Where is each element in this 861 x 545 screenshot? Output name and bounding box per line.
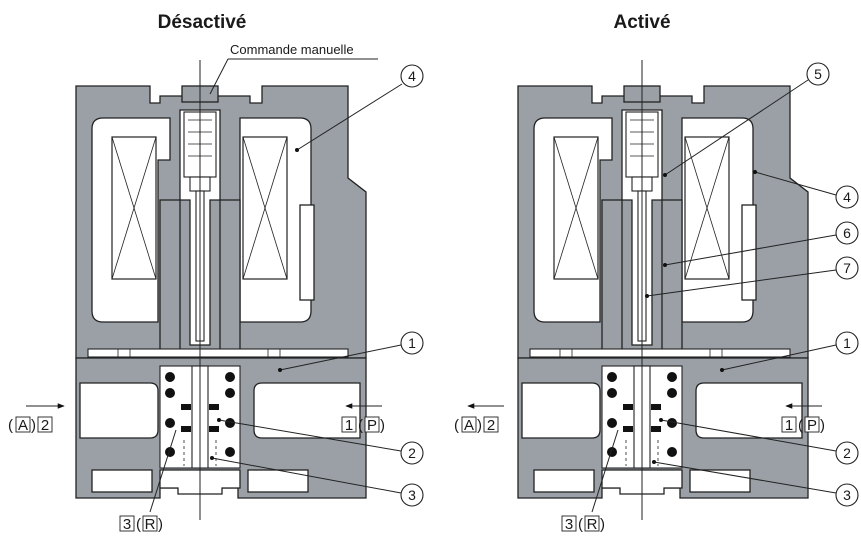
left-callout-4 xyxy=(400,64,424,88)
svg-text:P: P xyxy=(807,417,817,434)
left-callout-3 xyxy=(400,483,424,507)
svg-text:(: ( xyxy=(358,417,363,434)
svg-text:): ) xyxy=(820,417,825,434)
right-callout-6 xyxy=(835,221,859,245)
svg-text:(: ( xyxy=(8,417,13,434)
svg-text:(: ( xyxy=(136,516,141,533)
svg-text:4: 4 xyxy=(843,189,851,205)
left-port-r-leader xyxy=(149,429,177,513)
right-leader-5 xyxy=(664,79,809,176)
left-title: Désactivé xyxy=(158,12,247,33)
svg-text:3: 3 xyxy=(408,487,416,503)
svg-text:1: 1 xyxy=(408,335,416,351)
svg-text:P: P xyxy=(367,417,377,434)
svg-text:(: ( xyxy=(578,516,583,533)
right-callout-1 xyxy=(835,331,859,355)
svg-text:4: 4 xyxy=(408,68,416,84)
right-callout-4 xyxy=(835,185,859,209)
manual-label: Commande manuelle xyxy=(230,42,354,57)
right-leader-3 xyxy=(653,461,837,494)
right-port-r-box xyxy=(584,515,600,532)
svg-text:5: 5 xyxy=(814,66,822,82)
right-callout-2 xyxy=(835,441,859,465)
right-leader-2 xyxy=(660,419,837,452)
left-callout-2 xyxy=(400,441,424,465)
svg-text:(: ( xyxy=(454,417,459,434)
left-port-p-box xyxy=(364,416,380,433)
right-port-a-num-box xyxy=(483,416,499,433)
svg-text:): ) xyxy=(600,516,605,533)
right-port-p-num-box xyxy=(781,416,797,433)
left-leader-4 xyxy=(296,83,403,151)
svg-text:3: 3 xyxy=(843,487,851,503)
manual-leader xyxy=(209,58,229,95)
svg-text:3: 3 xyxy=(565,516,573,533)
left-leader-1 xyxy=(279,344,402,371)
svg-text:2: 2 xyxy=(843,445,851,461)
right-callout-7 xyxy=(835,256,859,280)
svg-text:3: 3 xyxy=(123,516,131,533)
svg-text:2: 2 xyxy=(41,417,49,434)
svg-text:): ) xyxy=(380,417,385,434)
svg-text:(: ( xyxy=(798,417,803,434)
svg-text:R: R xyxy=(145,516,156,533)
svg-text:): ) xyxy=(31,417,36,434)
svg-text:1: 1 xyxy=(843,335,851,351)
right-port-r-leader xyxy=(591,429,619,513)
left-valve-section xyxy=(75,85,367,499)
svg-text:1: 1 xyxy=(785,417,793,434)
right-callout-5 xyxy=(806,62,830,86)
svg-text:A: A xyxy=(18,417,28,434)
svg-text:1: 1 xyxy=(345,417,353,434)
right-port-r-num-box xyxy=(561,515,577,532)
right-callout-3 xyxy=(835,483,859,507)
right-valve-section xyxy=(517,85,809,499)
left-callout-1 xyxy=(400,331,424,355)
svg-text:R: R xyxy=(587,516,598,533)
right-port-a-box xyxy=(461,416,477,433)
left-port-a-box xyxy=(15,416,31,433)
left-port-a-num-box xyxy=(37,416,53,433)
left-port-p-num-box xyxy=(341,416,357,433)
right-leader-4 xyxy=(754,171,837,196)
right-port-p-box xyxy=(804,416,820,433)
right-leader-6 xyxy=(664,234,837,266)
right-title: Activé xyxy=(613,12,670,33)
left-port-r-box xyxy=(142,515,158,532)
right-leader-7 xyxy=(646,269,837,297)
svg-text:7: 7 xyxy=(843,260,851,276)
svg-text:A: A xyxy=(464,417,474,434)
svg-text:): ) xyxy=(158,516,163,533)
left-port-r-num-box xyxy=(119,515,135,532)
svg-text:2: 2 xyxy=(487,417,495,434)
svg-text:6: 6 xyxy=(843,225,851,241)
svg-text:): ) xyxy=(477,417,482,434)
right-leader-1 xyxy=(721,344,837,371)
left-leader-3 xyxy=(211,457,402,494)
svg-text:2: 2 xyxy=(408,445,416,461)
left-leader-2 xyxy=(218,419,402,452)
